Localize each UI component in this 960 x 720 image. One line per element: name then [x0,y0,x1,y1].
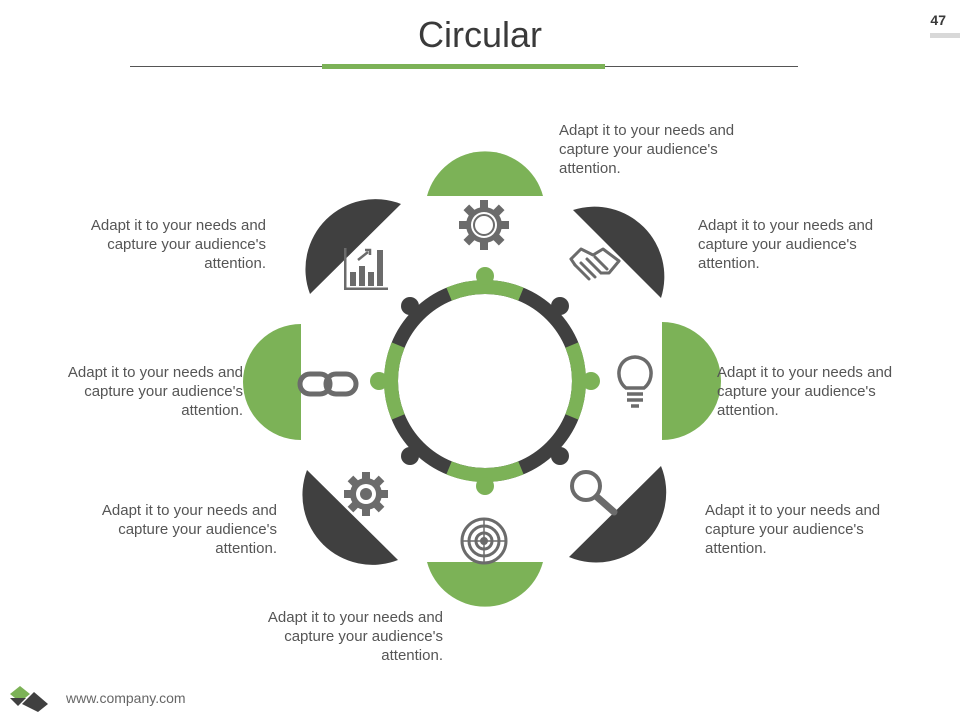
label-bottom: Adapt it to your needs and capture your … [267,609,443,664]
label-top: Adapt it to your needs and capture your … [559,122,735,177]
settings-cog-icon [344,472,388,516]
segment-bottom-left [302,470,398,565]
page-number-bar [930,33,960,38]
lightbulb-icon [617,355,653,408]
segment-right [662,322,721,440]
footer-url[interactable]: www.company.com [66,690,186,706]
label-top-left: Adapt it to your needs and capture your … [90,217,266,272]
segment-top-left [305,199,401,294]
bar-chart-growth-icon [344,248,388,290]
label-bottom-right: Adapt it to your needs and capture your … [705,502,881,557]
segment-left [243,324,301,440]
magnifier-icon [570,470,618,516]
company-logo [10,686,48,712]
chain-link-icon [297,371,359,397]
page-number: 47 [930,12,946,28]
label-top-right: Adapt it to your needs and capture your … [698,217,874,272]
label-left: Adapt it to your needs and capture your … [67,364,243,419]
handshake-icon [569,247,621,281]
segment-top-right [573,206,665,298]
slide-title: Circular [417,14,542,55]
segment-bottom-right [569,466,667,563]
label-bottom-left: Adapt it to your needs and capture your … [101,502,277,557]
segment-top [427,151,543,196]
title-accent-bar [322,64,605,69]
target-icon [460,517,508,565]
segment-bottom [427,562,543,607]
gear-icon [459,200,509,250]
label-right: Adapt it to your needs and capture your … [717,364,893,419]
center-ring [370,267,600,495]
